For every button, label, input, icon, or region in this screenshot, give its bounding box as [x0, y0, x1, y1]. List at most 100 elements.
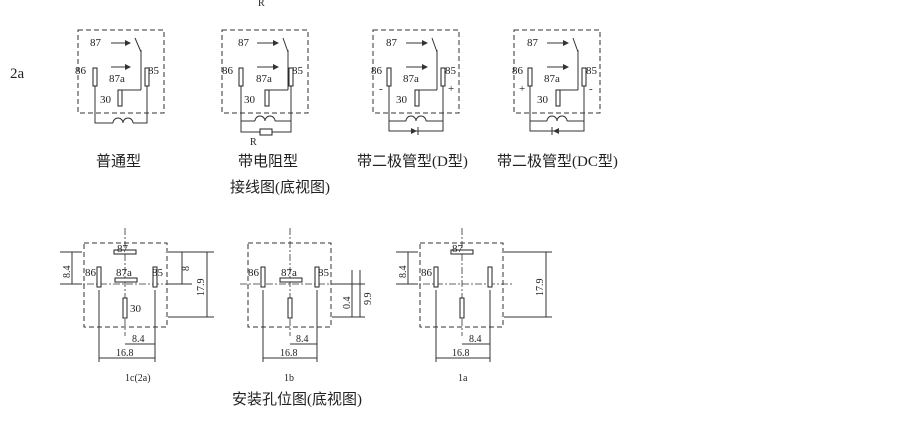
pin-87-label: 87 [527, 37, 539, 49]
pin-87a-label: 87a [116, 267, 132, 279]
pin-85-label: 85 [445, 65, 457, 77]
pin-86-label: 86 [512, 65, 524, 77]
relay-outline [221, 29, 309, 114]
pin-85-label: 85 [318, 267, 330, 279]
pin-87a-label: 87a [403, 73, 419, 85]
pin-86-label: 86 [371, 65, 383, 77]
resistor-label: R [250, 137, 257, 148]
mounting-section-title: 安装孔位图(底视图) [232, 391, 362, 408]
resistor-symbol [259, 128, 273, 136]
pin-87a-label: 87a [281, 267, 297, 279]
pin-86-hole [260, 266, 266, 288]
pin-86-bar [386, 67, 392, 87]
relay-outline [513, 29, 601, 114]
polarity-plus: + [448, 83, 454, 95]
dim-8-4-h: 8.4 [296, 334, 309, 345]
pin-30-bar [117, 89, 123, 107]
pin-86-label: 86 [222, 65, 234, 77]
pin-30-label: 30 [244, 94, 256, 106]
caption-diode-d: 带二极管型(D型) [357, 153, 468, 170]
pin-87-label: 87 [90, 37, 102, 49]
pin-85-bar [144, 67, 150, 87]
pin-87-label: 87 [238, 37, 250, 49]
pin-86-label: 86 [421, 267, 433, 279]
dim-16-8: 16.8 [116, 348, 134, 359]
pin-85-bar [440, 67, 446, 87]
pin-30-bar [264, 89, 270, 107]
pin-85-label: 85 [148, 65, 160, 77]
coil-symbol [546, 115, 568, 122]
pin-86-bar [527, 67, 533, 87]
coil-symbol [112, 117, 134, 124]
mount-outline [419, 242, 504, 328]
dim-16-8: 16.8 [280, 348, 298, 359]
pin-87-label: 87 [386, 37, 398, 49]
pin-85-label: 85 [586, 65, 598, 77]
pin-85-hole [487, 266, 493, 288]
dim-16-8: 16.8 [452, 348, 470, 359]
coil-symbol [254, 115, 276, 122]
pin-87-label: 87 [117, 243, 129, 255]
pin-30-hole [287, 297, 293, 319]
dim-8-4-h: 8.4 [132, 334, 145, 345]
pin-86-label: 86 [85, 267, 97, 279]
dim-17-9: 17.9 [196, 279, 207, 297]
dim-9-9: 9.9 [363, 293, 374, 306]
dim-8-4-h: 8.4 [469, 334, 482, 345]
pin-30-bar [414, 89, 420, 107]
caption-1a: 1a [458, 373, 468, 384]
pin-30-label: 30 [537, 94, 549, 106]
caption-standard: 普通型 [96, 153, 141, 170]
relay-outline [77, 29, 165, 114]
pin-86-hole [96, 266, 102, 288]
pin-30-label: 30 [396, 94, 408, 106]
dim-8: 8 [181, 266, 192, 271]
coil-symbol [405, 115, 427, 122]
pin-85-hole [314, 266, 320, 288]
dim-0-4: 0.4 [342, 297, 353, 310]
diode-symbol [411, 128, 417, 134]
caption-1b: 1b [284, 373, 294, 384]
mount-outline [247, 242, 332, 328]
pin-87a-label: 87a [544, 73, 560, 85]
polarity-minus: - [589, 83, 593, 95]
pin-85-bar [581, 67, 587, 87]
pin-87-label: 87 [452, 243, 464, 255]
diode-symbol [553, 128, 559, 134]
relay-outline [372, 29, 460, 114]
pin-87a-label: 87a [256, 73, 272, 85]
side-label: 2a [10, 66, 25, 82]
mount-1a: 87 86 8.4 17.9 16.8 8.4 [396, 228, 552, 362]
wiring-diode-d: 87 86 87a 85 - + 30 [371, 29, 460, 135]
pin-30-label: 30 [130, 303, 142, 315]
wiring-standard: 87 86 87a 85 30 [75, 29, 165, 124]
top-r-label: R [258, 0, 265, 9]
dim-8-4: 8.4 [62, 266, 73, 279]
wiring-diode-dc: 87 86 87a 85 + - 30 [512, 29, 601, 135]
pin-86-bar [92, 67, 98, 87]
pin-85-hole [152, 266, 158, 288]
pin-85-bar [288, 67, 294, 87]
pin-30-bar [555, 89, 561, 107]
pin-86-label: 86 [75, 65, 87, 77]
mount-1c: 87 86 87a 85 30 8.4 8 17.9 16.8 8.4 [60, 228, 214, 362]
polarity-minus: - [379, 83, 383, 95]
pin-86-bar [238, 67, 244, 87]
pin-85-label: 85 [152, 267, 164, 279]
pin-86-label: 86 [248, 267, 260, 279]
mount-1b: 86 87a 85 0.4 9.9 16.8 8.4 [240, 228, 374, 362]
caption-diode-dc: 带二极管型(DC型) [497, 153, 618, 170]
dim-17-9: 17.9 [535, 279, 546, 297]
pin-87a-hole [114, 277, 138, 283]
pin-30-label: 30 [100, 94, 112, 106]
wiring-section-title: 接线图(底视图) [230, 179, 330, 196]
dim-8-4: 8.4 [398, 266, 409, 279]
pin-87-hole [450, 249, 474, 255]
polarity-plus: + [519, 83, 525, 95]
wiring-resistor: 87 86 87a 85 30 R [221, 29, 309, 148]
caption-resistor: 带电阻型 [238, 153, 298, 170]
pin-30-hole [122, 297, 128, 319]
pin-87-hole [113, 249, 137, 255]
pin-86-hole [433, 266, 439, 288]
